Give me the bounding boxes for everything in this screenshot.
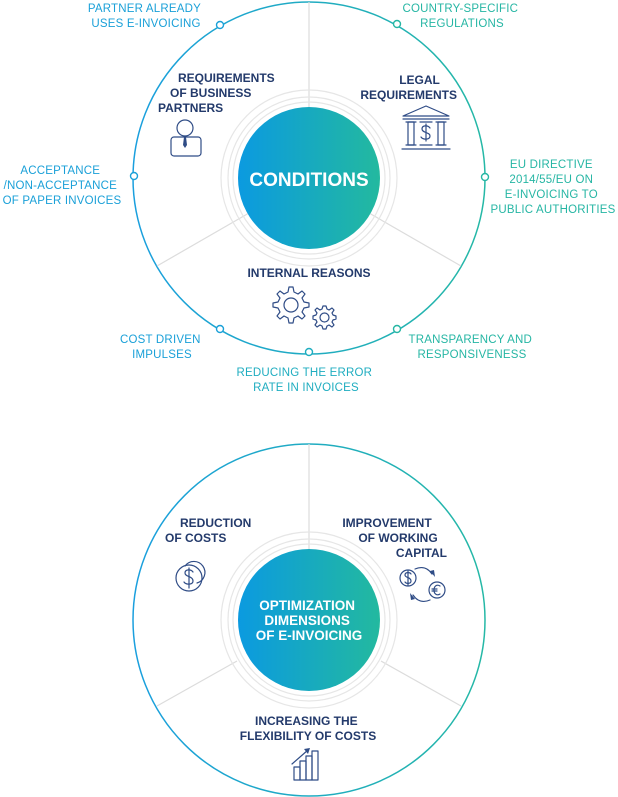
label-paper-acceptance: ACCEPTANCE /NON-ACCEPTANCE OF PAPER INVO…	[3, 165, 122, 207]
optimization-divider-right	[380, 660, 462, 707]
conditions-divider-right	[368, 212, 462, 267]
conditions-diagram: CONDITIONS PARTNER ALREADY USES E-INVOIC…	[3, 1, 615, 394]
currency-exchange-icon	[399, 567, 446, 602]
node-cost-driven	[215, 324, 225, 334]
sector-legal-title: LEGAL REQUIREMENTS	[360, 73, 457, 102]
bank-dollar-icon	[401, 105, 451, 150]
optimization-inner-ring-inner	[232, 543, 386, 697]
node-error-rate	[304, 347, 314, 357]
sector-internal-title: INTERNAL REASONS	[247, 266, 370, 280]
node-partner-einvoicing	[215, 20, 225, 30]
optimization-center-label: OPTIMIZATION DIMENSIONS OF E-INVOICING	[256, 598, 363, 643]
sector-reduction-costs-title: REDUCTION OF COSTS	[165, 516, 255, 545]
optimization-center-circle	[238, 549, 380, 691]
label-country-regulations: COUNTRY-SPECIFIC REGULATIONS	[402, 3, 521, 30]
node-country-regulations	[392, 19, 402, 29]
label-partner-einvoicing: PARTNER ALREADY USES E-INVOICING	[88, 3, 204, 30]
growth-chart-icon	[291, 748, 319, 781]
label-eu-directive: EU DIRECTIVE 2014/55/EU ON E-INVOICING T…	[490, 159, 615, 216]
conditions-inner-ring-inner	[232, 101, 386, 255]
label-error-rate: REDUCING THE ERROR RATE IN INVOICES	[236, 367, 375, 394]
sector-business-partners-title: REQUIREMENTS OF BUSINESS PARTNERS	[158, 71, 278, 115]
sector-working-capital-title: IMPROVEMENT OF WORKING CAPITAL	[342, 516, 447, 560]
conditions-inner-ring-outer	[220, 89, 398, 267]
optimization-divider-left	[156, 660, 238, 707]
conditions-center-label: CONDITIONS	[249, 170, 368, 191]
conditions-center-circle	[238, 107, 380, 249]
node-eu-directive	[480, 172, 490, 182]
optimization-inner-ring-outer	[220, 531, 398, 709]
sector-flexibility-costs-title: INCREASING THE FLEXIBILITY OF COSTS	[240, 714, 376, 743]
optimization-diagram: OPTIMIZATION DIMENSIONS OF E-INVOICING R…	[132, 443, 486, 797]
node-paper-acceptance	[129, 171, 139, 181]
optimization-inner-ring-mid	[227, 538, 391, 702]
gears-icon	[272, 286, 337, 330]
conditions-divider-left	[156, 212, 250, 267]
label-transparency: TRANSPARENCY AND RESPONSIVENESS	[409, 334, 536, 361]
person-with-tie-icon	[170, 119, 202, 157]
conditions-inner-ring-mid	[227, 96, 391, 260]
label-cost-driven: COST DRIVEN IMPULSES	[120, 334, 204, 361]
node-transparency	[392, 324, 402, 334]
coins-dollar-icon	[175, 560, 206, 592]
